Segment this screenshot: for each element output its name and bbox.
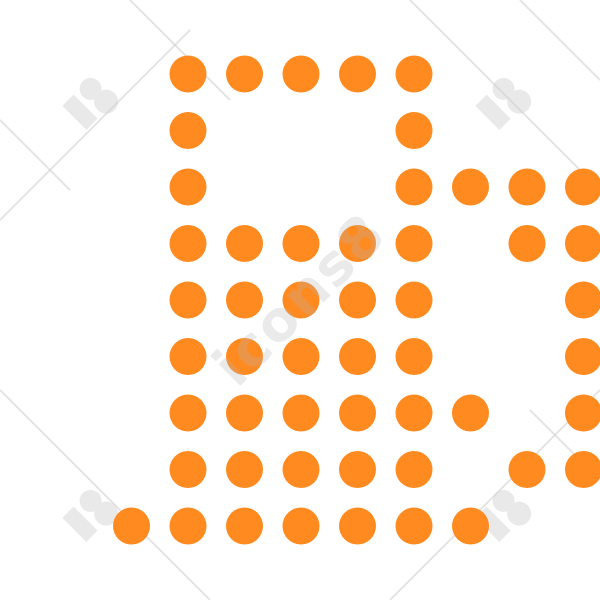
icon-dot <box>226 451 263 488</box>
watermark-line <box>389 389 600 600</box>
icon-dot <box>565 394 600 432</box>
watermark-logo-circle <box>94 89 119 114</box>
watermark-logo-circle <box>492 489 515 512</box>
watermark-logo-circle <box>79 489 102 512</box>
icon-dot <box>395 507 433 545</box>
icon-dot <box>169 394 207 432</box>
watermark-logo-bar <box>475 94 511 130</box>
watermark-logo-icon <box>62 489 119 542</box>
icon-dot <box>226 507 263 545</box>
watermark-logos <box>62 77 532 542</box>
icon-dot <box>282 55 320 93</box>
icon-dot <box>395 451 433 488</box>
icon-dot <box>282 225 320 262</box>
icon-dot <box>226 225 263 262</box>
icon-dot <box>339 338 376 375</box>
icon-dot <box>169 112 207 149</box>
dotted-document-icon <box>113 55 600 545</box>
icon-dot <box>282 451 320 488</box>
watermark-line <box>0 389 211 600</box>
watermark-logo-icon <box>62 77 119 130</box>
icon-dot <box>226 55 263 93</box>
icon-dot <box>226 281 263 319</box>
icon-dot <box>395 168 433 206</box>
watermark-logo-circle <box>507 89 532 114</box>
icon-dot <box>282 394 320 432</box>
icon-dot <box>565 338 600 375</box>
icon-dot <box>169 338 207 375</box>
watermark-line <box>129 0 231 101</box>
icon-dot <box>395 338 433 375</box>
icon-dot <box>508 451 546 488</box>
icon-dot <box>565 451 600 488</box>
watermark-logo-bar <box>62 506 98 542</box>
icon-dot <box>339 55 376 93</box>
icon-dot <box>565 168 600 206</box>
icon-dot <box>508 168 546 206</box>
icon-dot <box>452 394 489 432</box>
icon-dot <box>169 281 207 319</box>
icon-dot <box>339 507 376 545</box>
icon-dot <box>169 451 207 488</box>
icon-dot <box>282 507 320 545</box>
icon-dot <box>169 168 207 206</box>
icon-dot <box>339 451 376 488</box>
watermark-logo-circle <box>79 77 102 100</box>
watermark-logo-bar <box>62 94 98 130</box>
icon-dot <box>226 394 263 432</box>
watermark-logo-circle <box>492 77 515 100</box>
icon-dot <box>452 507 489 545</box>
icon-dot <box>565 225 600 262</box>
icon-dot <box>339 225 376 262</box>
icon-dot <box>395 394 433 432</box>
icon-dot <box>169 507 207 545</box>
icon-dot <box>169 225 207 262</box>
icon-dot <box>565 281 600 319</box>
icon-dot <box>395 281 433 319</box>
icon-dot <box>113 507 150 545</box>
icon-dot <box>339 394 376 432</box>
icon-dot <box>169 55 207 93</box>
icon-dot <box>508 225 546 262</box>
watermark-line <box>0 119 71 191</box>
icon-dot <box>395 112 433 149</box>
icon-dot <box>395 55 433 93</box>
icon-dot <box>339 281 376 319</box>
icon-dot <box>395 225 433 262</box>
watermark-logo-circle <box>94 501 119 526</box>
icon-dot <box>282 281 320 319</box>
icon-dot <box>452 168 489 206</box>
watermark-logo-icon <box>475 77 532 130</box>
watermark-line <box>0 29 191 221</box>
watermark-line <box>409 0 600 191</box>
watermark-logo-circle <box>507 501 532 526</box>
icon-dot <box>226 338 263 375</box>
watermark-line <box>519 0 600 81</box>
icon-dot <box>282 338 320 375</box>
